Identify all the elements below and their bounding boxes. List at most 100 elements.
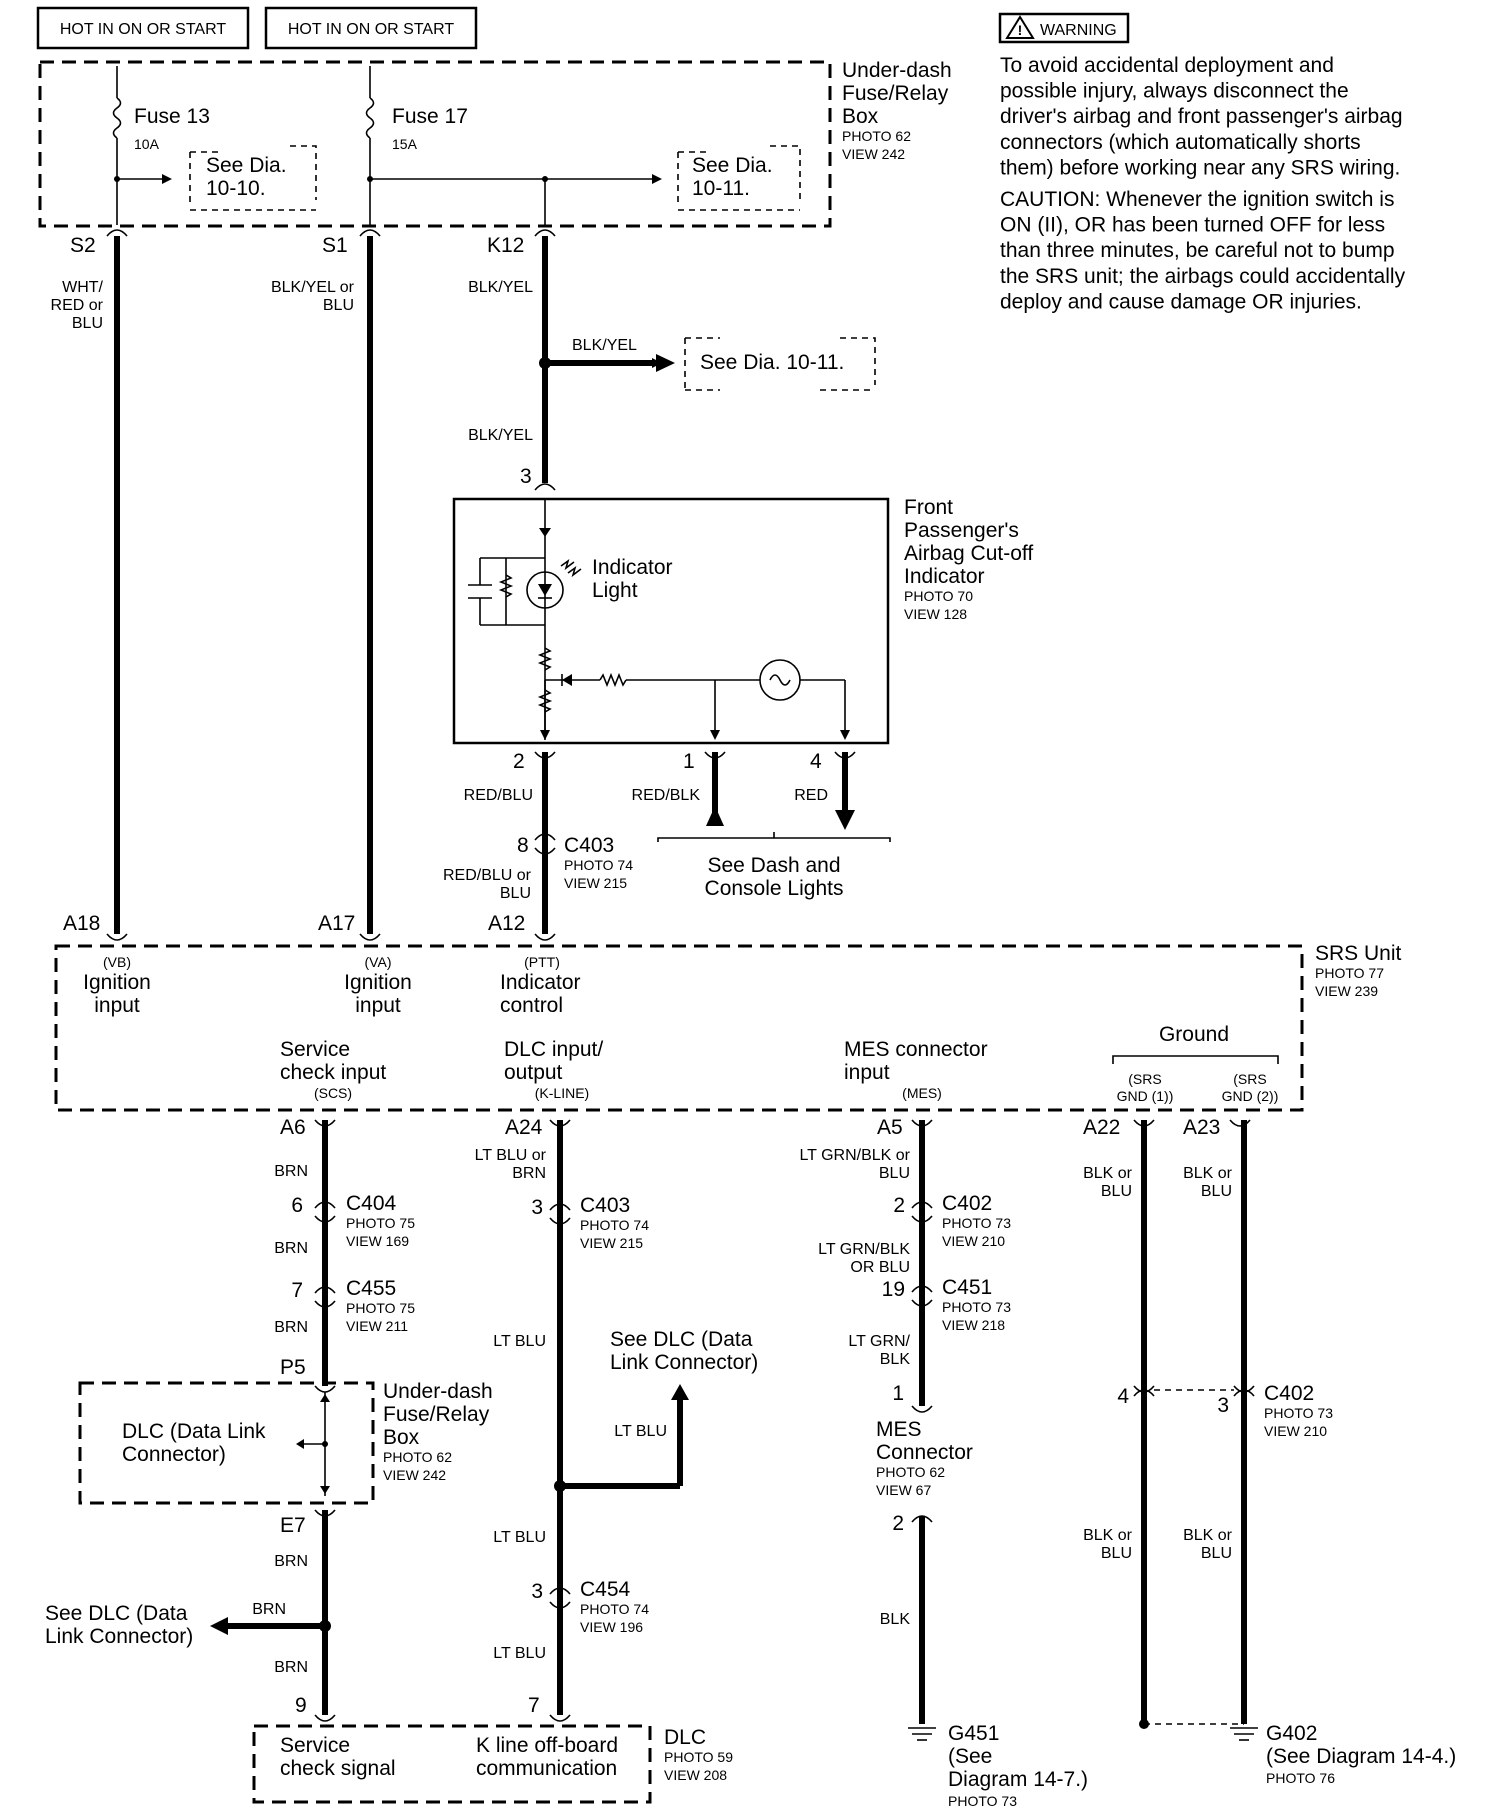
- fuse-relay-box: [38, 60, 832, 228]
- warning-text: To avoid accidental deployment andpossib…: [1000, 54, 1406, 313]
- wire-ltblu-2: LT BLU: [614, 1423, 667, 1440]
- mes-pin-1: 1: [892, 1382, 904, 1405]
- svg-text:!: !: [1018, 22, 1023, 38]
- dlc-relay-box: [78, 1381, 375, 1505]
- mes-pin-2: 2: [892, 1512, 904, 1535]
- warning-line: connectors (which automatically shorts: [1000, 131, 1361, 154]
- dlc-box-a: DLC (Data Link: [122, 1420, 266, 1443]
- srs-ign2-a: Ignition: [344, 971, 412, 994]
- srs-g1-a: (SRS: [1128, 1071, 1161, 1087]
- c454-view: VIEW 196: [580, 1619, 643, 1635]
- c402a-pin: 2: [893, 1194, 905, 1217]
- srs-vb: (VB): [103, 954, 131, 970]
- ind-pin-3: 3: [520, 465, 532, 488]
- warning-badge: WARNING: [1040, 22, 1117, 39]
- c454-name: C454: [580, 1578, 631, 1601]
- fuse-13-label: Fuse 13: [134, 105, 210, 128]
- wire-brn-4: BRN: [274, 1553, 308, 1570]
- c402a-photo: PHOTO 73: [942, 1215, 1011, 1231]
- srs-kline: (K-LINE): [535, 1085, 589, 1101]
- wire-s2-color-a: WHT/: [62, 279, 103, 296]
- c402b-pin4: 4: [1117, 1385, 1129, 1408]
- srs-g2-a: (SRS: [1233, 1071, 1266, 1087]
- srs-ind-a: Indicator: [500, 971, 581, 994]
- c455-view: VIEW 211: [346, 1318, 408, 1334]
- wire-red: RED: [794, 787, 828, 804]
- see-dash-a: See Dash and: [707, 854, 840, 877]
- srs-ind-b: control: [500, 994, 563, 1017]
- srs-name: SRS Unit: [1315, 942, 1402, 965]
- see-dlc-left-a: See DLC (Data: [45, 1602, 188, 1625]
- wire-ltblu-1: LT BLU: [493, 1333, 546, 1350]
- dlc-name: DLC: [664, 1726, 706, 1749]
- warning-line: ON (II), OR has been turned OFF for less: [1000, 214, 1385, 237]
- warning-line: than three minutes, be careful not to bu…: [1000, 239, 1395, 262]
- wire-brn-2: BRN: [274, 1240, 308, 1257]
- see-dlc-mid-a: See DLC (Data: [610, 1328, 753, 1351]
- mes-conn-a: MES: [876, 1418, 922, 1441]
- warning-triangle-icon: [1005, 15, 1035, 39]
- fuse-17-amp: 15A: [392, 136, 418, 152]
- ind-pin-1: 1: [683, 750, 695, 773]
- warning-line: them) before working near any SRS wiring…: [1000, 156, 1400, 179]
- dlc-bottom-box: [252, 1724, 652, 1804]
- dlc-svc-a: Service: [280, 1734, 350, 1757]
- c451-pin: 19: [882, 1278, 905, 1301]
- terminal-s2: S2: [70, 234, 96, 257]
- c404-photo: PHOTO 75: [346, 1215, 415, 1231]
- wire-ltgrn2-a: LT GRN/BLK: [818, 1241, 910, 1258]
- wire-gnd2-a: BLK or: [1183, 1165, 1233, 1182]
- see-dia-1-b: 10-10.: [206, 177, 266, 200]
- terminal-a5: A5: [877, 1116, 903, 1139]
- wire-gnd3-b: BLU: [1101, 1545, 1132, 1562]
- see-dia-branch: See Dia. 10-11.: [700, 351, 844, 374]
- terminal-a23: A23: [1183, 1116, 1220, 1139]
- dlc-box-photo: PHOTO 62: [383, 1449, 452, 1465]
- c402a-name: C402: [942, 1192, 992, 1215]
- warning-line: the SRS unit; the airbags could accident…: [1000, 265, 1406, 288]
- wire-gnd1-a: BLK or: [1083, 1165, 1133, 1182]
- indicator-box: [452, 497, 890, 745]
- mes-conn-b: Connector: [876, 1441, 973, 1464]
- g402-name: G402: [1266, 1722, 1317, 1745]
- mes-conn-photo: PHOTO 62: [876, 1464, 945, 1480]
- fuse-13-symbol: [112, 97, 122, 139]
- c455-pin: 7: [291, 1279, 303, 1302]
- c451-view: VIEW 218: [942, 1317, 1005, 1333]
- wire-blk: BLK: [880, 1611, 911, 1628]
- c404-pin: 6: [291, 1194, 303, 1217]
- wire-c403-b: BLU: [500, 885, 531, 902]
- fusebox-name-3: Box: [842, 105, 879, 128]
- wire-branch-color: BLK/YEL: [572, 337, 637, 354]
- fusebox-photo: PHOTO 62: [842, 128, 911, 144]
- wire-s2-color-c: BLU: [72, 315, 103, 332]
- see-dia-2-a: See Dia.: [692, 154, 773, 177]
- dlc-box-b: Connector): [122, 1443, 226, 1466]
- dlc-k-b: communication: [476, 1757, 617, 1780]
- indicator-name-1: Front: [904, 496, 953, 519]
- hot-label-2: HOT IN ON OR START: [288, 21, 454, 38]
- wire-brn-1: BRN: [274, 1163, 308, 1180]
- c402a-view: VIEW 210: [942, 1233, 1005, 1249]
- fuse-13-amp: 10A: [134, 136, 160, 152]
- srs-mes-a: MES connector: [844, 1038, 988, 1061]
- dlc-photo: PHOTO 59: [664, 1749, 733, 1765]
- c403-top-photo: PHOTO 74: [564, 857, 633, 873]
- g402-photo: PHOTO 76: [1266, 1770, 1335, 1786]
- dlc-box-n3: Box: [383, 1426, 420, 1449]
- wire-c403-a: RED/BLU or: [443, 867, 532, 884]
- srs-ign1-a: Ignition: [83, 971, 151, 994]
- c451-photo: PHOTO 73: [942, 1299, 1011, 1315]
- srs-photo: PHOTO 77: [1315, 965, 1384, 981]
- c404-view: VIEW 169: [346, 1233, 409, 1249]
- indicator-view: VIEW 128: [904, 606, 967, 622]
- srs-ptt: (PTT): [524, 954, 560, 970]
- wire-gnd4-a: BLK or: [1183, 1527, 1233, 1544]
- wire-gnd2-b: BLU: [1201, 1183, 1232, 1200]
- wire-s2-color-b: RED or: [51, 297, 104, 314]
- fusebox-name-2: Fuse/Relay: [842, 82, 949, 105]
- wire-brn-6: BRN: [274, 1659, 308, 1676]
- terminal-a18: A18: [63, 912, 100, 935]
- wire-gnd3-a: BLK or: [1083, 1527, 1133, 1544]
